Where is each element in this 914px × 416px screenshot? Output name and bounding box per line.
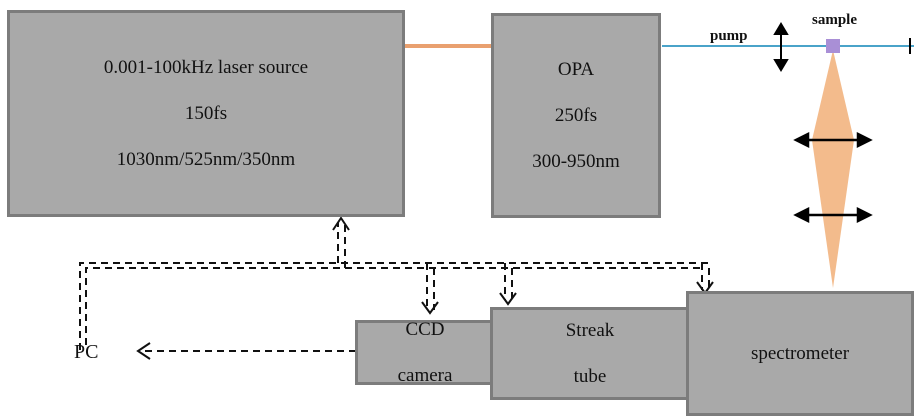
opa-line-1: OPA bbox=[557, 59, 595, 80]
streak-label: Streak tube bbox=[566, 296, 615, 411]
streak-tube-box: Streak tube bbox=[490, 307, 690, 400]
emission-cone bbox=[812, 50, 854, 288]
opa-line-3: 300-950nm bbox=[532, 151, 620, 172]
lens-1-arrow bbox=[793, 131, 873, 149]
sample-label: sample bbox=[812, 12, 857, 28]
opa-label: OPA 250fs 300-950nm bbox=[532, 35, 620, 196]
ccd-line-1: CCD bbox=[405, 319, 445, 340]
laser-line-3: 1030nm/525nm/350nm bbox=[116, 149, 296, 170]
streak-line-1: Streak bbox=[565, 320, 615, 341]
laser-line-1: 0.001-100kHz laser source bbox=[103, 57, 309, 78]
ccd-line-2: camera bbox=[397, 365, 453, 386]
laser-line-2: 150fs bbox=[184, 103, 228, 124]
sample-marker bbox=[826, 39, 840, 53]
lens-2-arrow bbox=[793, 206, 873, 224]
signal-lines bbox=[79, 222, 710, 352]
opa-line-2: 250fs bbox=[554, 105, 598, 126]
opa-box: OPA 250fs 300-950nm bbox=[491, 13, 661, 218]
laser-source-box: 0.001-100kHz laser source 150fs 1030nm/5… bbox=[7, 10, 405, 217]
pump-label: pump bbox=[710, 28, 748, 44]
ccd-camera-box: CCD camera bbox=[355, 319, 495, 386]
laser-source-label: 0.001-100kHz laser source 150fs 1030nm/5… bbox=[104, 33, 308, 194]
ccd-label: CCD camera bbox=[398, 295, 453, 410]
spectrometer-label: spectrometer bbox=[750, 343, 850, 364]
spectrometer-box: spectrometer bbox=[686, 291, 914, 416]
streak-line-2: tube bbox=[573, 366, 607, 387]
pc-label: PC bbox=[74, 341, 99, 363]
pump-adjust-arrow bbox=[773, 22, 789, 72]
